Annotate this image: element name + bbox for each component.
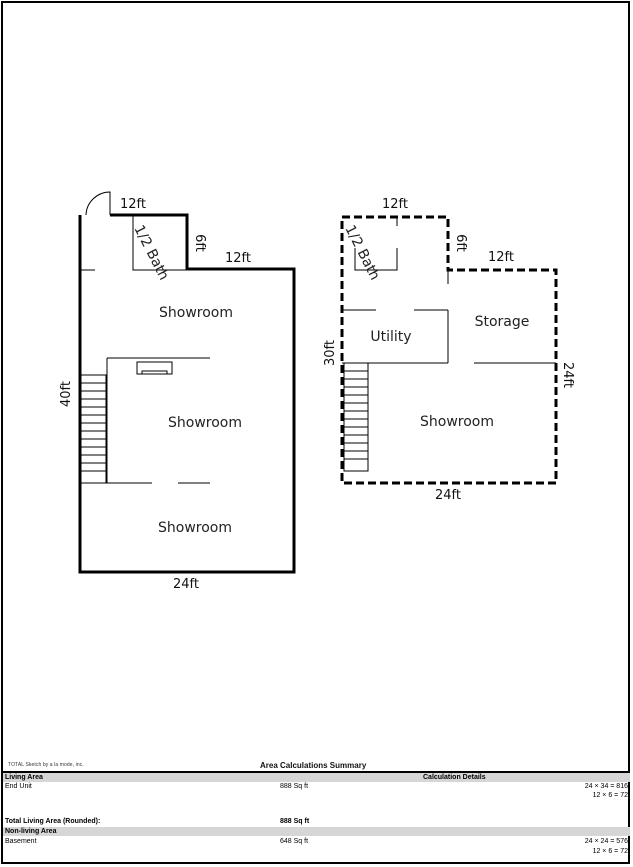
plan-right [340,215,558,485]
living-area-header-row: Living Area Calculation Details [3,771,630,782]
nonliving-row-name: Basement [5,838,37,845]
living-row-end-unit-calc2: 12 × 6 = 72 [3,791,630,800]
software-credit: TOTAL Sketch by a la mode, inc. [8,762,84,768]
nonliving-row-basement: Basement 648 Sq ft 24 × 24 = 576 [3,837,630,846]
room-label-showroom-upper: Showroom [159,305,233,321]
living-row-area: 888 Sq ft [280,783,309,790]
room-label-showroom-basement: Showroom [420,414,494,430]
dim-right-left-side: 30ft [323,340,338,366]
living-row-name: End Unit [5,783,32,790]
door-swing-left [85,191,111,216]
nonliving-header-row: Non-living Area [3,827,630,836]
living-area-header: Living Area [5,774,43,781]
dim-right-bottom: 24ft [435,488,461,503]
room-label-half-bath-left: 1/2 Bath [130,223,171,283]
nonliving-header: Non-living Area [5,828,57,835]
stairs-right [343,362,369,472]
nonliving-row-area: 648 Sq ft [280,838,309,845]
dim-right-right-side: 24ft [560,362,575,388]
dim-left-top: 12ft [120,197,146,212]
dim-left-step: 12ft [225,251,251,266]
total-value: 888 Sq ft [280,818,310,825]
room-label-utility: Utility [370,329,411,345]
living-row-calc-2: 12 × 6 = 72 [592,792,628,799]
dim-left-side: 40ft [59,381,74,407]
room-label-showroom-middle: Showroom [168,415,242,431]
area-calculations-summary: Living Area Calculation Details End Unit… [3,771,630,863]
living-row-calc-1: 24 × 34 = 816 [584,783,628,790]
total-label: Total Living Area (Rounded): [5,818,101,825]
nonliving-row-calc-1: 24 × 24 = 576 [584,838,628,845]
dim-right-bath-side: 6ft [453,234,468,252]
calc-details-header: Calculation Details [423,774,486,781]
summary-title: Area Calculations Summary [260,761,367,770]
counter-fixture-inner [141,370,168,375]
dim-left-bottom: 24ft [173,577,199,592]
nonliving-row-calc-2: 12 × 6 = 72 [592,848,628,855]
plan-left [78,191,296,574]
plan-right-outer-wall [340,215,558,485]
bath-partition-left [132,215,187,271]
plan-left-outer-wall [78,213,296,574]
nonliving-row-basement-calc2: 12 × 6 = 72 [3,847,630,856]
room-label-showroom-lower: Showroom [158,520,232,536]
living-row-end-unit: End Unit 888 Sq ft 24 × 34 = 816 [3,782,630,791]
room-label-half-bath-right: 1/2 Bath [341,223,382,283]
total-living-area-row: Total Living Area (Rounded): 888 Sq ft [3,817,630,826]
bath-partition-right [354,248,398,271]
dim-right-step: 12ft [488,250,514,265]
stairs-left [79,374,107,484]
room-label-storage: Storage [475,314,530,330]
dim-right-top: 12ft [382,197,408,212]
dim-left-bath-side: 6ft [192,234,207,252]
